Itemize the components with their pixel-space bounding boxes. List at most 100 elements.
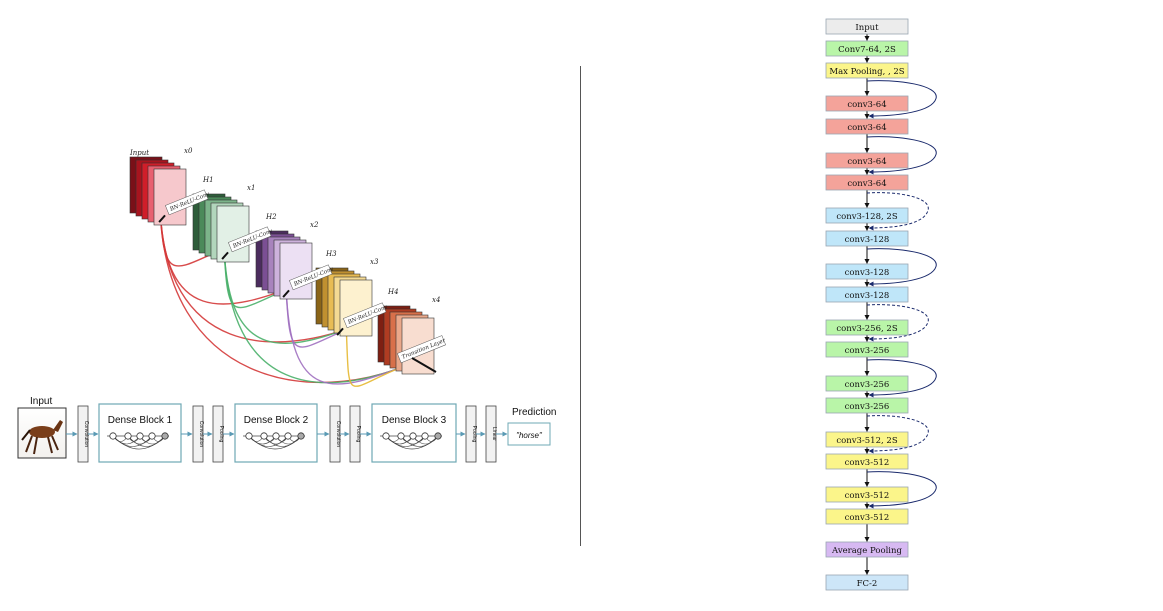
feature-map-stack: x1 H1 [192, 176, 255, 263]
resnet-layer: conv3-512 [825, 508, 909, 525]
node-label: x0 [184, 147, 193, 155]
node-label: x3 [370, 258, 379, 266]
resnet-layer: conv3-256, 2S [825, 319, 909, 336]
prediction-box [507, 422, 551, 446]
horse-icon [21, 420, 63, 455]
resnet-layer-label: Max Pooling, , 2S [829, 67, 904, 77]
identity-skip-connection [866, 80, 937, 119]
prediction-label: Prediction [512, 407, 556, 418]
densenet-3d-block: x0Inputx1H1x2H2x3H3x4H4BN-ReLU-ConvBN-Re… [129, 147, 447, 387]
resnet-layer-label: conv3-128 [845, 291, 890, 301]
prediction-value: "horse" [516, 431, 543, 440]
dense-node [161, 432, 169, 440]
thin-layer: Pooling [465, 405, 477, 463]
dense-skip-connection [223, 244, 413, 384]
resnet-layer-label: conv3-64 [847, 100, 886, 110]
dense-skip-connection [159, 204, 366, 343]
stage-header: H1 [202, 176, 214, 184]
resnet-layer-label: conv3-512 [845, 513, 890, 523]
resnet-layer-box [825, 541, 909, 558]
dense-connection-arc [112, 435, 166, 450]
thin-layer-label: Pooling [355, 426, 361, 443]
identity-skip-connection [866, 136, 937, 175]
resnet-layer: Input [825, 18, 909, 35]
bn-relu-conv-tag-box [343, 302, 387, 329]
resnet-layer-label: conv3-256 [845, 346, 890, 356]
horse-body-shape [29, 426, 55, 438]
resnet-layer: Average Pooling [825, 541, 909, 558]
resnet-layer-box [825, 453, 909, 470]
resnet-layer-label: Input [855, 23, 879, 33]
dense-block-label: Dense Block 2 [244, 415, 309, 426]
horse-tail-shape [21, 429, 31, 441]
dense-node [260, 432, 268, 440]
dense-block-label: Dense Block 1 [108, 415, 173, 426]
resnet-layer-label: conv3-512, 2S [836, 436, 897, 446]
stage-header: H2 [265, 213, 277, 221]
thin-layer-label: Convolution [335, 421, 341, 448]
resnet-layer: conv3-64 [825, 174, 909, 191]
bn-relu-conv-tag-box [165, 189, 209, 216]
resnet-layer-label: conv3-256 [845, 402, 890, 412]
dense-node [272, 432, 280, 440]
resnet-layer-label: Conv7-64, 2S [838, 45, 896, 55]
resnet-layer-label: conv3-64 [847, 123, 886, 133]
horse-head-shape [53, 420, 63, 432]
resnet-layer-box [825, 431, 909, 448]
identity-skip-connection [866, 359, 937, 398]
resnet-layer-box [825, 341, 909, 358]
resnet-layer-box [825, 152, 909, 169]
resnet-layer-box [825, 62, 909, 79]
resnet-layer: conv3-256 [825, 397, 909, 414]
dense-block: Dense Block 2 [234, 403, 318, 463]
resnet-layer: conv3-512 [825, 486, 909, 503]
resnet-layer: conv3-256 [825, 375, 909, 392]
resnet-layer-label: conv3-128 [845, 268, 890, 278]
thin-layer: Convolution [192, 405, 204, 463]
projection-skip-connection [866, 304, 929, 342]
dense-node [409, 432, 417, 440]
dense-block: Dense Block 1 [98, 403, 182, 463]
thin-layer-label: Convolution [198, 421, 204, 448]
dense-node [397, 432, 405, 440]
dense-node [148, 432, 156, 440]
resnet-layer-box [825, 18, 909, 35]
resnet-layer-box [825, 174, 909, 191]
bn-relu-conv-tag-box [228, 226, 272, 253]
resnet-layer-box [825, 95, 909, 112]
transition-arrow [411, 357, 437, 373]
dense-node [382, 432, 390, 440]
node-label: x1 [247, 184, 255, 192]
resnet-layer: conv3-256 [825, 341, 909, 358]
stage-header: H3 [325, 250, 337, 258]
conv-arrow [336, 327, 344, 336]
dense-node [434, 432, 442, 440]
projection-skip-connection [866, 415, 929, 454]
feature-map-stack: x0 Input [129, 147, 193, 226]
conv-arrow [282, 289, 290, 298]
resnet-layer: Max Pooling, , 2S [825, 62, 909, 79]
resnet-layer-label: conv3-512 [845, 491, 890, 501]
resnet-layer-label: conv3-512 [845, 458, 890, 468]
resnet-layer: conv3-64 [825, 118, 909, 135]
resnet-layer: conv3-64 [825, 95, 909, 112]
dense-connection-arc [248, 435, 302, 450]
resnet-layer-box [825, 286, 909, 303]
feature-map-layer [153, 168, 187, 226]
stage-header: Input [129, 149, 149, 157]
resnet-layer-label: conv3-64 [847, 179, 886, 189]
resnet-layer-label: FC-2 [857, 579, 878, 589]
dense-node [297, 432, 305, 440]
dense-node [136, 432, 144, 440]
resnet-layer-label: Average Pooling [831, 546, 902, 556]
conv-arrow [158, 214, 166, 223]
identity-skip-connection [866, 248, 937, 287]
thin-layer-label: Pooling [218, 426, 224, 443]
resnet-layer: conv3-128 [825, 263, 909, 280]
thin-layer-label: Linear [491, 427, 497, 441]
resnet-layer-label: conv3-256 [845, 380, 890, 390]
resnet-layer-label: conv3-128 [845, 235, 890, 245]
panel-divider [580, 66, 581, 546]
